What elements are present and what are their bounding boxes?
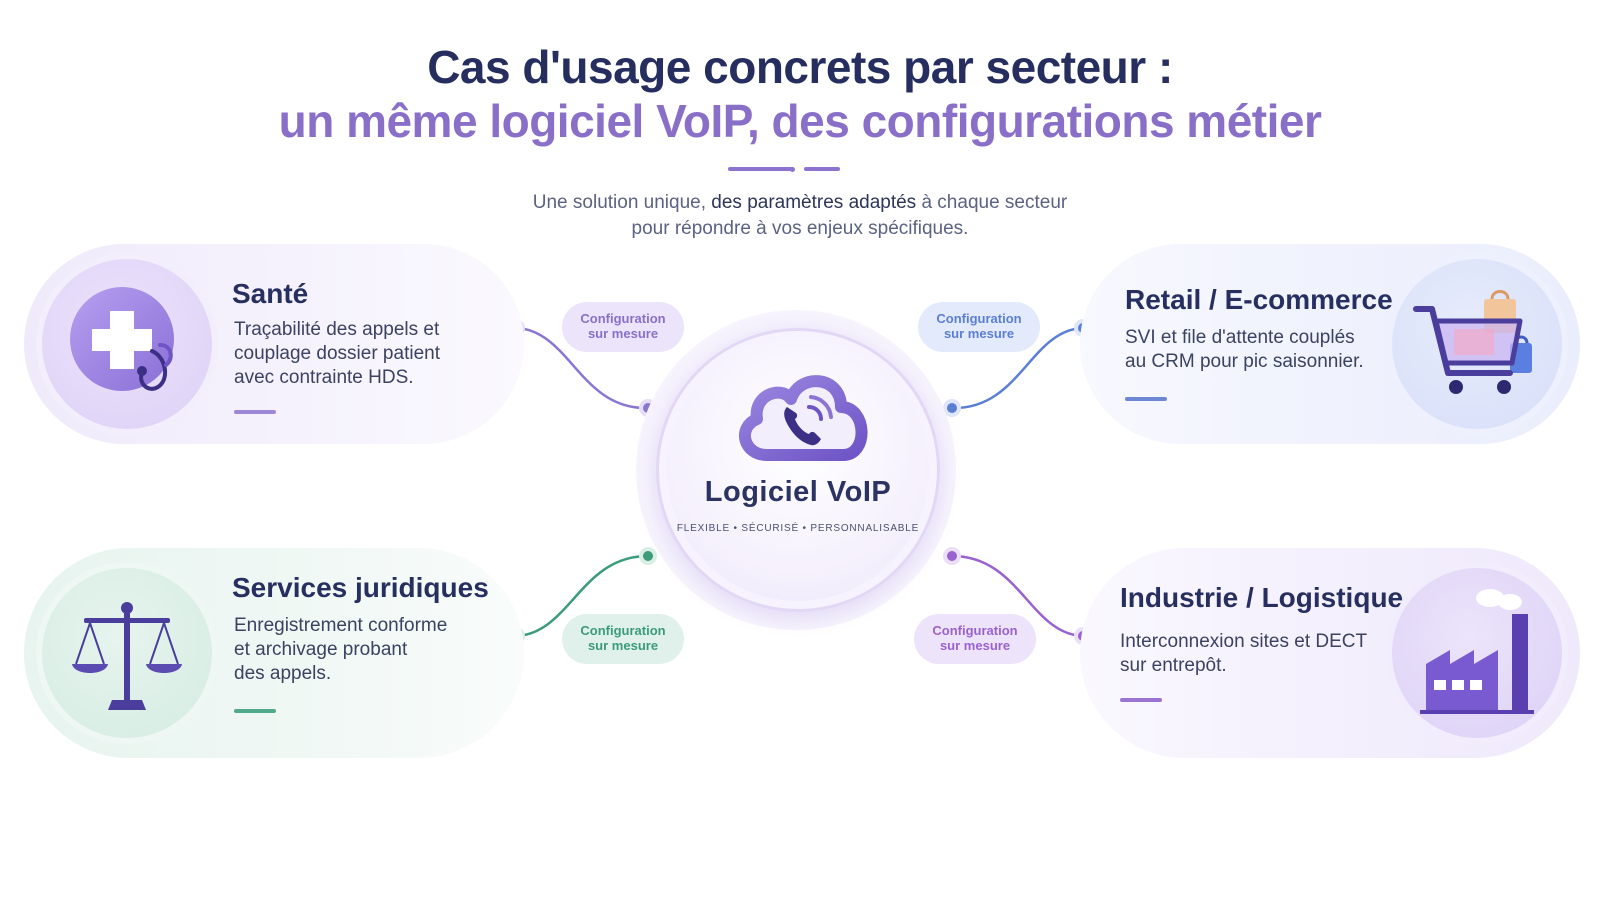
industrie-title: Industrie / Logistique (1120, 582, 1404, 613)
juridique-icon-circle (42, 568, 212, 738)
medical-cross-stethoscope-icon (70, 287, 174, 391)
node-dot (943, 399, 961, 417)
scales-of-justice-icon (72, 602, 182, 710)
node-dot (943, 547, 961, 565)
sante-accent-bar (234, 410, 276, 414)
cloud-phone-icon (739, 375, 868, 461)
page-title: Cas d'usage concrets par secteur : (427, 41, 1173, 93)
sector-card-sante: Santé Traçabilité des appels et couplage… (24, 244, 524, 444)
retail-title: Retail / E-commerce (1125, 284, 1393, 315)
industrie-icon-circle (1392, 568, 1562, 738)
retail-description: SVI et file d'attente couplés au CRM pou… (1125, 327, 1364, 372)
factory-icon (1420, 589, 1534, 714)
sector-card-industrie: Industrie / Logistique Interconnexion si… (1080, 548, 1580, 758)
config-pill-juridique: Configuration sur mesure (562, 614, 684, 664)
intro-text: Une solution unique, des paramètres adap… (532, 192, 1068, 239)
sector-card-retail: Retail / E-commerce SVI et file d'attent… (1080, 244, 1580, 444)
config-pill-sante: Configuration sur mesure (562, 302, 684, 352)
config-pill-retail: Configuration sur mesure (918, 302, 1040, 352)
sector-card-juridique: Services juridiques Enregistrement confo… (24, 548, 524, 758)
sante-description: Traçabilité des appels et couplage dossi… (234, 319, 440, 388)
sante-icon-circle (42, 259, 212, 429)
retail-accent-bar (1125, 397, 1167, 401)
shopping-cart-icon (1413, 290, 1532, 394)
industrie-description: Interconnexion sites et DECT sur entrepô… (1120, 631, 1368, 676)
juridique-title: Services juridiques (232, 572, 489, 603)
hub-title: Logiciel VoIP (704, 476, 892, 508)
voip-hub: Logiciel VoIP FLEXIBLE • SÉCURISÉ • PERS… (656, 328, 940, 612)
juridique-accent-bar (234, 709, 276, 713)
retail-icon-circle (1392, 259, 1562, 429)
industrie-accent-bar (1120, 698, 1162, 702)
page-subtitle-heading: un même logiciel VoIP, des configuration… (278, 95, 1322, 147)
config-pill-industrie: Configuration sur mesure (914, 614, 1036, 664)
hub-tags: FLEXIBLE • SÉCURISÉ • PERSONNALISABLE (676, 523, 920, 534)
juridique-description: Enregistrement conforme et archivage pro… (234, 615, 448, 684)
sante-title: Santé (232, 278, 309, 309)
title-divider (728, 166, 858, 172)
node-dot (639, 547, 657, 565)
